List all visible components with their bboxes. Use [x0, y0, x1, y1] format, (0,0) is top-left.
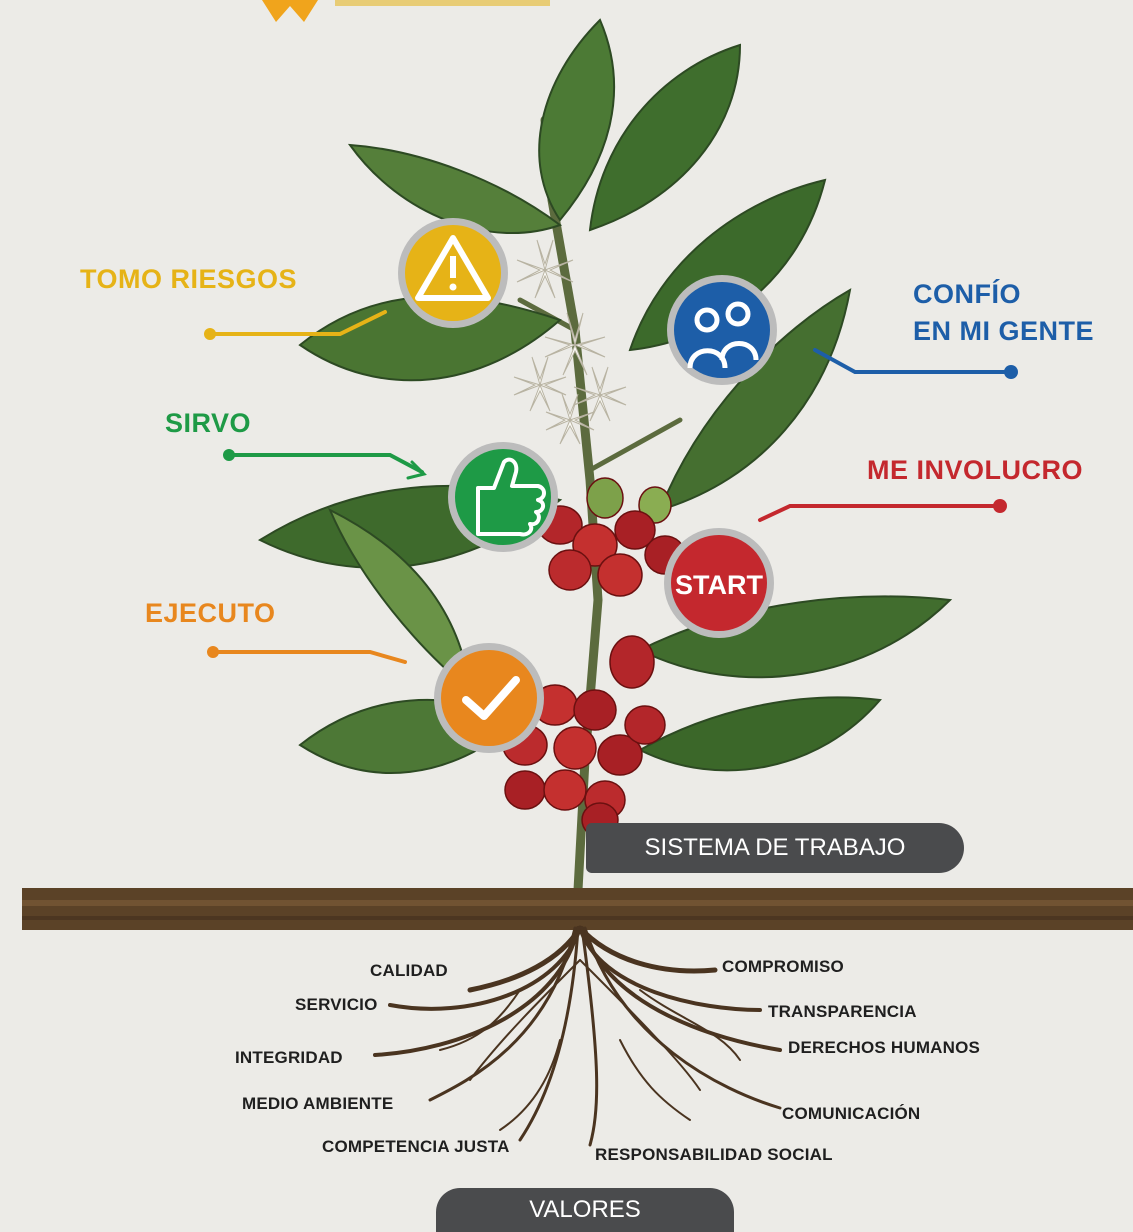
- leader-lines: [204, 310, 1018, 664]
- leader-tomo-riesgos: [204, 310, 387, 340]
- label-confio: CONFÍO: [913, 279, 1021, 309]
- leader-confio: [813, 348, 1018, 379]
- value-medio-ambiente: MEDIO AMBIENTE: [242, 1094, 394, 1113]
- start-icon: START: [664, 528, 774, 638]
- value-competencia-justa: COMPETENCIA JUSTA: [322, 1137, 510, 1156]
- warning-icon: [398, 218, 508, 328]
- checkmark-icon: [434, 643, 544, 753]
- plant-roots: [373, 925, 782, 1147]
- value-derechos-humanos: DERECHOS HUMANOS: [788, 1038, 981, 1057]
- thumbs-up-icon: [448, 442, 558, 552]
- value-compromiso: COMPROMISO: [722, 957, 844, 976]
- leader-me-involucro: [758, 499, 1007, 522]
- value-integridad: INTEGRIDAD: [235, 1048, 343, 1067]
- leader-ejecuto: [207, 646, 407, 664]
- label-tomo-riesgos: TOMO RIESGOS: [80, 264, 298, 294]
- people-icon: [667, 275, 777, 385]
- work-system-banner: SISTEMA DE TRABAJO: [586, 823, 964, 873]
- value-responsabilidad-social: RESPONSABILIDAD SOCIAL: [595, 1145, 833, 1164]
- value-calidad: CALIDAD: [370, 961, 448, 980]
- soil-band: [22, 888, 1133, 930]
- values-banner: VALORES: [436, 1188, 734, 1232]
- logo-ribbon-icon: [262, 0, 550, 22]
- leader-sirvo: [223, 449, 427, 480]
- label-me-involucro: ME INVOLUCRO: [867, 455, 1084, 485]
- label-ejecuto: EJECUTO: [145, 598, 276, 628]
- value-comunicacion: COMUNICACIÓN: [782, 1104, 921, 1123]
- label-en-mi-gente: EN MI GENTE: [913, 316, 1095, 346]
- start-icon-label: START: [675, 570, 763, 600]
- coffee-flowers: [513, 239, 627, 445]
- label-sirvo: SIRVO: [165, 408, 252, 438]
- value-transparencia: TRANSPARENCIA: [768, 1002, 917, 1021]
- value-servicio: SERVICIO: [295, 995, 378, 1014]
